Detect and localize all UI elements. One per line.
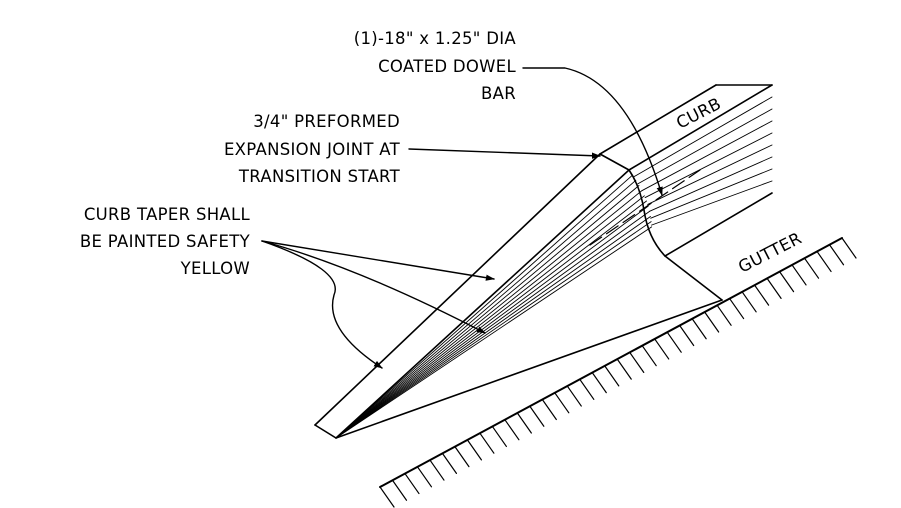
hatch-mark [491, 425, 507, 448]
hatch-mark [566, 385, 582, 407]
hatch-mark [841, 237, 857, 259]
gutter-label: GUTTER [735, 229, 805, 277]
taper-fan-line [335, 174, 633, 439]
ground-hatching [379, 237, 857, 508]
expansion-note-line-1: 3/4" PREFORMED [253, 112, 400, 131]
curb-flow-line [644, 132, 773, 199]
curb-outline [314, 84, 773, 439]
hatch-mark [416, 466, 433, 488]
expansion-note-line-2: EXPANSION JOINT AT [224, 140, 401, 159]
hatch-mark [479, 432, 495, 454]
hatch-mark [404, 472, 420, 495]
expansion-joint-note: 3/4" PREFORMED EXPANSION JOINT AT TRANSI… [224, 112, 401, 186]
hatch-mark [466, 439, 483, 461]
gutter-pan [335, 255, 723, 439]
hatch-mark [741, 291, 757, 313]
curb-flow-line [637, 108, 773, 185]
hatch-mark [716, 304, 732, 326]
hatch-mark [753, 284, 770, 306]
taper-fan-line [335, 179, 637, 439]
hatch-mark [679, 324, 695, 347]
hatch-mark [504, 419, 520, 441]
curb-flow-line [647, 144, 773, 205]
hatch-mark [441, 452, 458, 474]
hatch-mark [803, 257, 820, 279]
taper-fan-line [335, 210, 650, 439]
hatch-mark [729, 297, 745, 320]
hatch-mark [529, 405, 545, 427]
hatch-mark [541, 398, 557, 421]
hatch-mark [454, 446, 470, 468]
taper-fan-line [335, 216, 651, 439]
dowel-note-line-3: BAR [481, 84, 516, 103]
taper-paint-note: CURB TAPER SHALL BE PAINTED SAFETY YELLO… [80, 205, 251, 278]
taper-fan-lines [335, 174, 653, 439]
taper-fan-line [335, 190, 643, 439]
hatch-mark [604, 365, 620, 387]
taper-fan-line [335, 221, 652, 439]
taper-fan-line [335, 200, 647, 439]
hatch-mark [816, 250, 832, 273]
hatch-mark [791, 264, 807, 286]
hatch-mark [391, 479, 408, 501]
taper-fan-line [335, 226, 653, 439]
expansion-note-line-3: TRANSITION START [238, 167, 401, 186]
hatch-mark [828, 244, 845, 266]
hatch-mark [666, 331, 682, 353]
hatch-mark [516, 412, 532, 434]
hatch-mark [691, 318, 707, 340]
taper-note-line-3: YELLOW [180, 259, 250, 278]
curb-flow-line [641, 120, 773, 192]
hatch-mark [579, 378, 595, 400]
hatch-mark [704, 311, 720, 333]
leader-lines [261, 67, 663, 369]
taper-fan-line [335, 205, 649, 439]
hatch-mark [379, 486, 395, 508]
dowel-bar [589, 169, 701, 246]
hatch-mark [641, 345, 657, 367]
curb-label: CURB [673, 94, 724, 133]
curb-flow-lines [633, 96, 773, 226]
taper-note-line-1: CURB TAPER SHALL [84, 205, 251, 224]
hatch-mark [554, 392, 570, 414]
hatch-mark [778, 271, 795, 293]
taper-note-line-2: BE PAINTED SAFETY [80, 232, 251, 251]
dowel-note-line-1: (1)-18" x 1.25" DIA [354, 29, 517, 48]
curb-flow-line [649, 156, 773, 212]
hatch-mark [629, 351, 645, 374]
hatch-mark [591, 371, 607, 394]
curb-flow-line [650, 168, 773, 219]
taper-fan-line [335, 185, 640, 439]
hatch-mark [654, 338, 670, 360]
curb-flow-line [633, 96, 773, 178]
hatch-mark [429, 459, 445, 481]
hatch-mark [766, 277, 782, 299]
taper-fan-line [335, 195, 645, 439]
dowel-note-line-2: COATED DOWEL [378, 57, 516, 76]
curb-flow-line [651, 180, 773, 226]
ground-line [379, 237, 843, 488]
dowel-note: (1)-18" x 1.25" DIA COATED DOWEL BAR [354, 29, 517, 103]
hatch-mark [616, 358, 632, 380]
